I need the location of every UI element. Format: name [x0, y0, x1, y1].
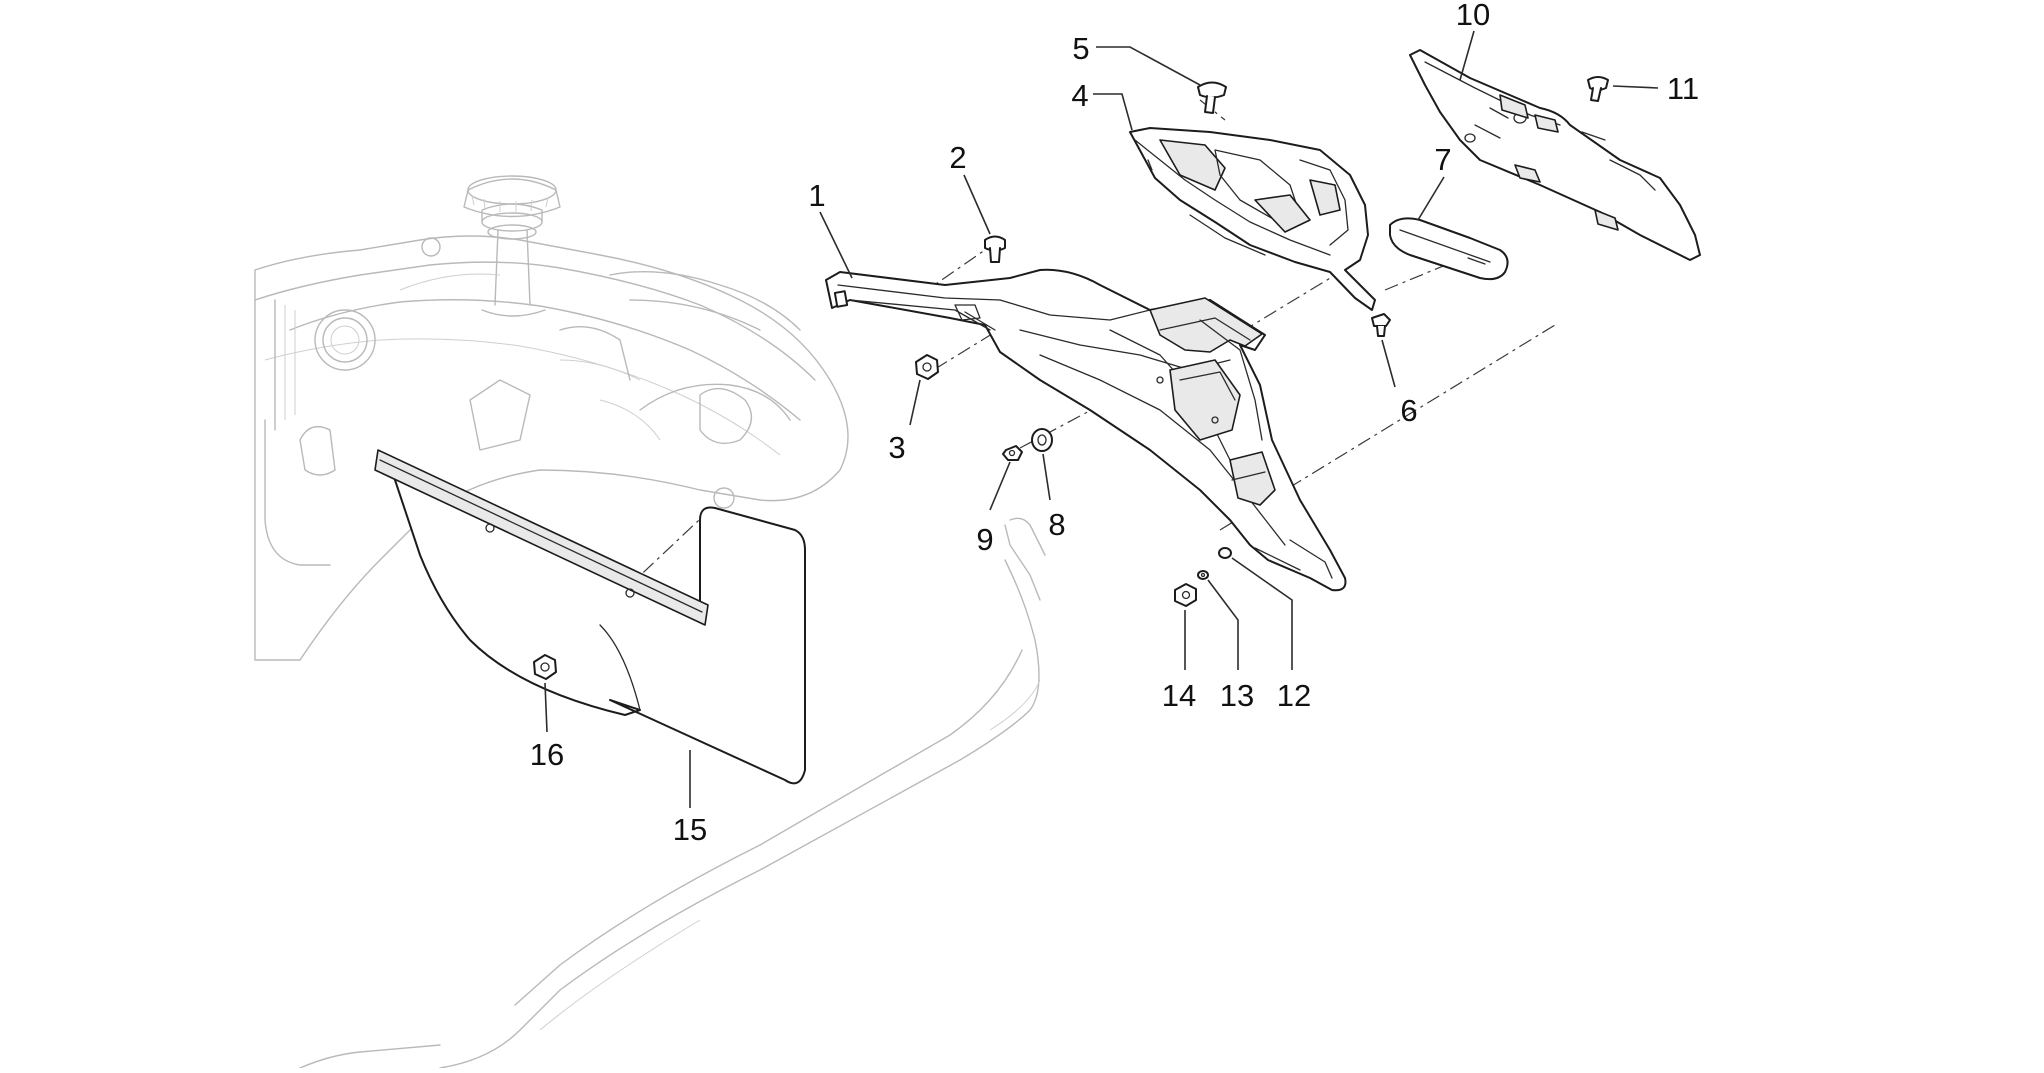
vehicle-body-ghost	[254, 175, 1046, 1069]
callout-7: 7	[1434, 142, 1451, 177]
callout-6: 6	[1400, 393, 1417, 428]
part-14-nut	[1174, 583, 1197, 607]
leader-6	[1381, 339, 1396, 388]
callout-14: 14	[1162, 678, 1196, 713]
part-12-washer	[1218, 547, 1232, 559]
callout-5: 5	[1072, 31, 1089, 66]
leader-9	[989, 461, 1011, 511]
callout-3: 3	[888, 430, 905, 465]
callout-labels: 1 2 3 4 5 6 7 8 9 10 11 12 13 14 15 16	[530, 0, 1699, 847]
part-4-plate-light-housing	[1129, 127, 1376, 311]
callout-2: 2	[949, 140, 966, 175]
callout-4: 4	[1071, 78, 1088, 113]
part-3-nut	[915, 354, 939, 380]
callout-9: 9	[976, 522, 993, 557]
part-13-clip	[1197, 570, 1209, 580]
part-16-nut	[533, 654, 557, 680]
part-5-screw	[1197, 81, 1227, 114]
part-11-screw	[1587, 76, 1609, 102]
part-15-mud-flap	[374, 449, 806, 785]
leader-1	[819, 211, 853, 279]
leader-lines	[544, 30, 1659, 808]
leader-16	[544, 682, 548, 733]
callout-8: 8	[1048, 507, 1065, 542]
part-2-screw	[984, 235, 1006, 263]
callout-10: 10	[1456, 0, 1490, 32]
part-10-plate-holder	[1409, 49, 1701, 261]
callout-15: 15	[673, 812, 707, 847]
callout-11: 11	[1667, 71, 1699, 106]
callout-12: 12	[1277, 678, 1311, 713]
leader-3	[909, 379, 921, 426]
part-6-screw	[1371, 313, 1391, 337]
leader-7	[1417, 176, 1445, 221]
part-7-lens	[1389, 217, 1509, 281]
leader-11	[1612, 85, 1659, 89]
leader-10	[1459, 30, 1475, 81]
leader-12	[1231, 557, 1293, 670]
callout-13: 13	[1220, 678, 1254, 713]
callout-16: 16	[530, 737, 564, 772]
leader-4	[1093, 93, 1133, 131]
leader-5	[1096, 46, 1201, 86]
leader-2	[963, 174, 991, 235]
part-9-lock-washer	[1002, 445, 1023, 461]
leader-8	[1042, 453, 1051, 501]
callout-1: 1	[808, 178, 825, 213]
leader-13	[1207, 579, 1239, 670]
part-1-fender-bracket	[825, 268, 1347, 592]
part-8-washer	[1031, 428, 1053, 452]
